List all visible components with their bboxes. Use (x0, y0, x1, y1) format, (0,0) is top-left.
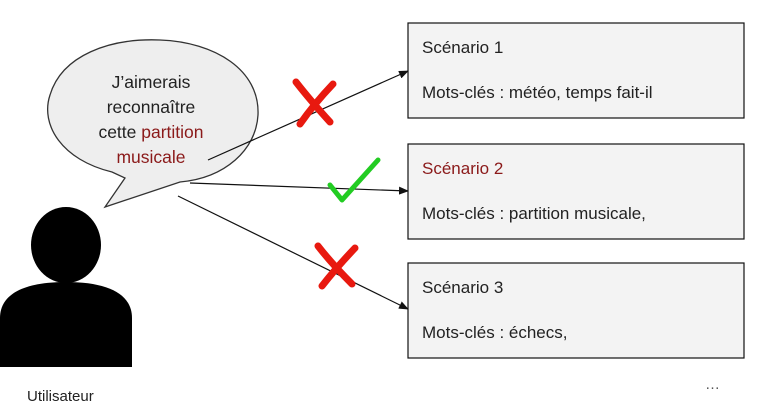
scenario-2-keywords: Mots-clés : partition musicale, (422, 204, 646, 223)
green-check-icon (327, 157, 381, 203)
person-silhouette-icon (0, 207, 132, 367)
scenario-3-title: Scénario 3 (422, 278, 503, 297)
speech-bubble: J’aimerais reconnaître cette partition m… (46, 39, 259, 209)
speech-line-1: J’aimerais (112, 72, 191, 92)
speech-line-2: reconnaître (107, 97, 196, 117)
scenario-3-keywords: Mots-clés : échecs, (422, 323, 568, 342)
user-label: Utilisateur (27, 388, 94, 405)
speech-line-3: cette partition (98, 122, 203, 142)
more-scenarios-ellipsis: … (705, 376, 720, 393)
arrow-to-scenario-3 (177, 195, 409, 310)
scenario-box-2: Scénario 2 Mots-clés : partition musical… (407, 143, 745, 240)
speech-highlight-musicale: musicale (116, 147, 185, 167)
scenario-box-1: Scénario 1 Mots-clés : météo, temps fait… (407, 22, 745, 119)
speech-line-3-prefix: cette (98, 122, 141, 142)
scenario-1-keywords: Mots-clés : météo, temps fait-il (422, 83, 653, 102)
arrow-to-scenario-2 (189, 182, 409, 195)
speech-highlight-partition: partition (141, 122, 203, 142)
scenario-2-title: Scénario 2 (422, 159, 503, 178)
red-cross-icon (314, 242, 359, 290)
red-cross-icon (292, 78, 337, 128)
scenario-1-title: Scénario 1 (422, 38, 503, 57)
speech-line-4: musicale (116, 147, 185, 167)
scenario-box-3: Scénario 3 Mots-clés : échecs, (407, 262, 745, 359)
